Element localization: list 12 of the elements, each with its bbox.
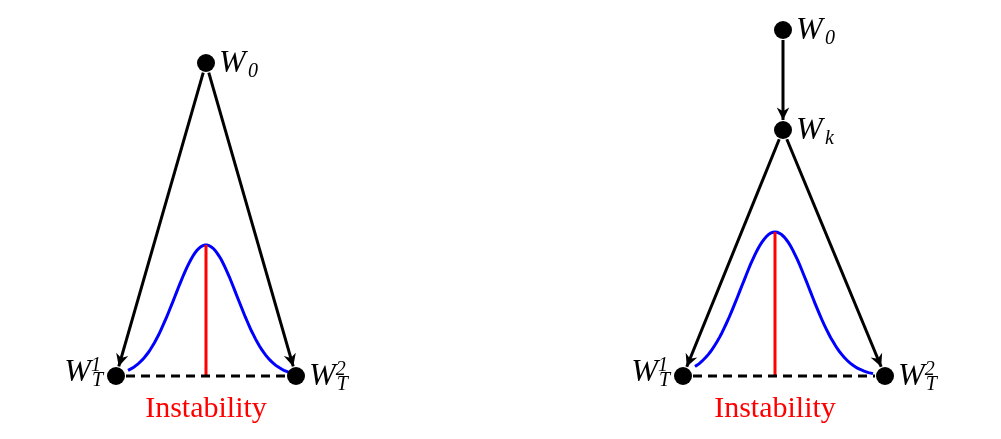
dashed-line [126,374,286,378]
instability-label: Instability [714,392,836,422]
node-label: W$_{k}$ [796,112,834,144]
dashed-line [693,374,875,378]
arrow [785,138,883,368]
arrow [776,40,790,120]
node-label: W$_{0}$ [219,45,259,77]
arrow [116,72,205,367]
instability-label: Instability [145,392,267,422]
node-label: W$_{0}$ [796,12,836,44]
arrow [207,72,296,367]
arrow [685,138,781,368]
